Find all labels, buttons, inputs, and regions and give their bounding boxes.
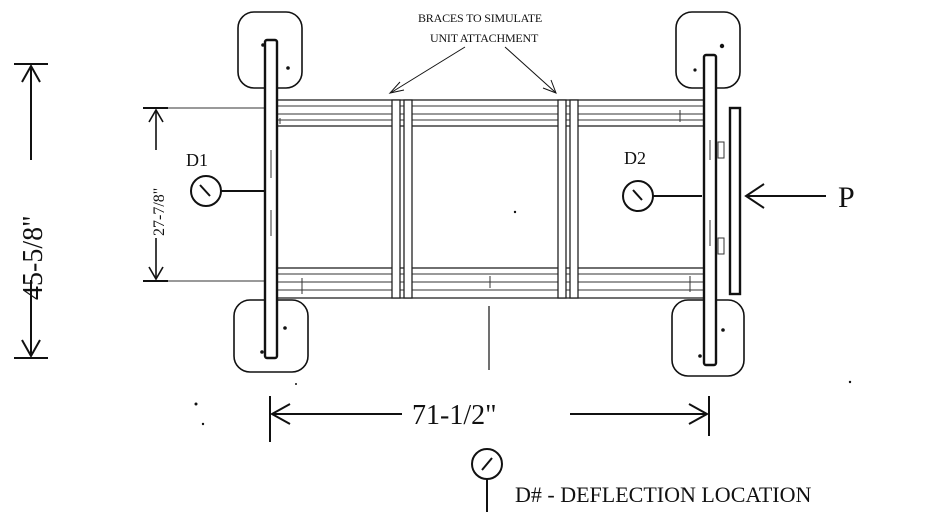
gauge-d2-label: D2 — [624, 148, 646, 168]
right-upright — [702, 53, 725, 367]
overall-width-label: 71-1/2" — [412, 400, 497, 431]
brace-right — [557, 99, 579, 299]
inner-height-dimension — [143, 107, 168, 282]
gauge-d1-label: D1 — [186, 150, 208, 170]
scan-specks — [194, 210, 852, 426]
load-plate — [728, 106, 742, 296]
inner-height-extension-lines — [150, 107, 270, 282]
bottom-beam — [271, 267, 711, 299]
left-upright — [263, 38, 279, 360]
top-beam — [271, 99, 711, 127]
load-arrow — [744, 183, 826, 209]
overall-height-dimension — [14, 63, 48, 359]
legend-label: D# - DEFLECTION LOCATION — [515, 482, 811, 507]
dial-gauge-d1-icon — [190, 175, 264, 207]
overall-height-label: 45-5/8" — [18, 215, 49, 300]
brace-left — [391, 99, 413, 299]
legend-dial-gauge-icon — [471, 448, 503, 512]
braces-callout-arrows — [388, 46, 557, 94]
load-label: P — [838, 181, 855, 214]
braces-label-line2: UNIT ATTACHMENT — [430, 31, 539, 45]
dial-gauge-d2-icon — [622, 180, 702, 212]
braces-label-line1: BRACES TO SIMULATE — [418, 11, 542, 25]
overall-width-dimension — [269, 396, 710, 442]
inner-height-label: 27-7/8" — [151, 188, 168, 236]
